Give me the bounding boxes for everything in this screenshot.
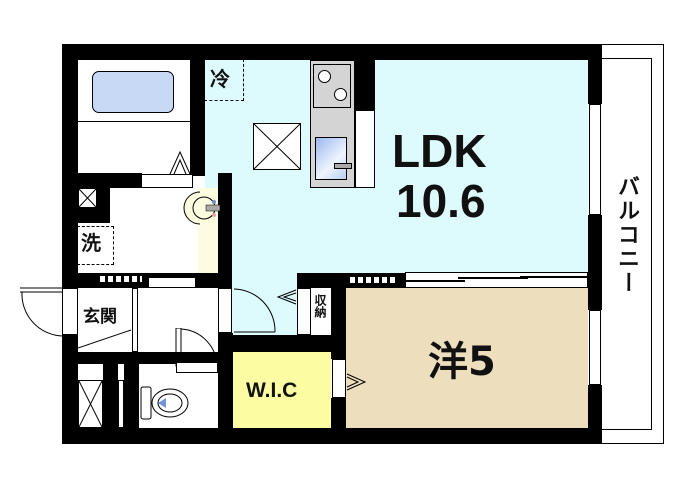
wall-closet-right — [124, 364, 139, 428]
stove[interactable] — [313, 64, 351, 108]
window-ldk[interactable] — [589, 104, 601, 215]
shoe-step-icon — [78, 329, 132, 349]
wall-bath-right — [190, 44, 205, 176]
balcony-inner — [602, 58, 652, 430]
ldk-label: LDK — [392, 125, 487, 177]
western-room-floor — [346, 288, 588, 428]
ldk-vent-icon — [253, 123, 301, 170]
sliding-door-track-3 — [520, 276, 588, 278]
storage-label: 収納 — [313, 294, 327, 318]
washroom-floor — [110, 188, 198, 273]
sliding-door-track-2 — [458, 277, 528, 279]
sliding-door-track-1 — [405, 280, 465, 282]
wall-wic-right — [331, 398, 346, 444]
wall-hall-bottom — [62, 352, 232, 364]
entrance-door-swing-icon[interactable] — [18, 286, 64, 338]
front-door[interactable] — [62, 288, 78, 335]
wash-door[interactable] — [148, 277, 196, 288]
pipe-shaft — [118, 380, 124, 428]
wall-right-bottom — [588, 385, 602, 444]
storage-door[interactable] — [297, 288, 311, 335]
washer-outline — [77, 226, 114, 265]
kitchen-faucet — [334, 163, 352, 169]
washer-space — [78, 223, 112, 265]
fridge-outline — [204, 59, 244, 101]
wall-storage-right — [331, 273, 346, 359]
toilet-icon[interactable] — [140, 383, 192, 423]
wall-wic-top — [218, 335, 346, 352]
storage-floor — [311, 288, 331, 335]
entrance-label: 玄関 — [83, 307, 117, 327]
window-western[interactable] — [589, 310, 601, 385]
wash-vent-slots — [100, 276, 142, 282]
wall-left-upper — [62, 44, 78, 288]
western-room-label: 洋5 — [428, 339, 496, 385]
bath-door-hinge-icon — [169, 150, 191, 175]
bath-door[interactable] — [141, 174, 193, 188]
fridge-label: 冷 — [210, 67, 230, 91]
ldk-size: 10.6 — [396, 175, 486, 227]
toilet-door-panel — [176, 363, 218, 373]
wic-door-hinge-icon — [346, 373, 367, 391]
ldk-vent-slots — [350, 277, 398, 283]
balcony-label: バルコニー — [614, 175, 639, 295]
kitchen-sink[interactable] — [315, 137, 347, 180]
balcony — [602, 44, 664, 444]
storage-closet — [78, 380, 103, 428]
wall-kitchen-back — [355, 44, 375, 110]
burner-2-icon — [334, 88, 347, 101]
wall-toilet-right — [218, 333, 233, 444]
bathtub — [92, 71, 174, 113]
entrance-floor — [78, 288, 131, 335]
wall-wash-bottom — [62, 273, 232, 288]
wall-top — [62, 44, 602, 60]
wic-label: W.I.C — [246, 379, 298, 402]
bath-divider — [78, 121, 190, 122]
burner-1-icon — [318, 70, 331, 83]
hall-door-swing-icon — [233, 288, 276, 333]
wic-floor — [233, 352, 331, 428]
wall-bath-bottom — [62, 173, 142, 188]
wall-right-mid — [588, 215, 602, 310]
vent-box-icon — [78, 188, 97, 208]
hall-door[interactable] — [218, 288, 232, 333]
washbasin-icon[interactable] — [180, 188, 220, 228]
shoe-cabinet — [132, 288, 138, 352]
wall-closet-left — [103, 364, 118, 428]
wall-right-top — [588, 44, 602, 104]
kitchen-side-panel — [355, 110, 375, 188]
wic-door[interactable] — [332, 359, 346, 398]
storage-door-hinge-icon — [276, 289, 297, 305]
washer-label: 洗 — [81, 231, 101, 255]
